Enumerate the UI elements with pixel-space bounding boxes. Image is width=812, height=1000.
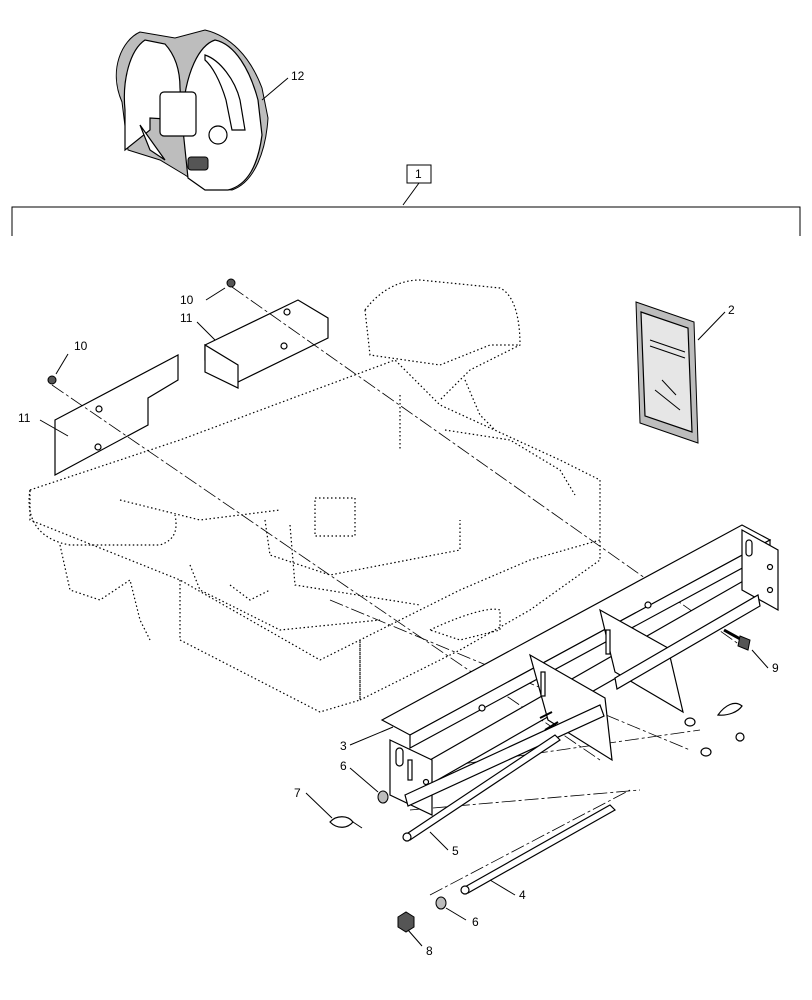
callout-11-upper: 11 xyxy=(180,311,193,325)
callout-9: 9 xyxy=(772,661,779,675)
callout-6-lower: 6 xyxy=(472,915,479,929)
rod-part-5 xyxy=(402,734,561,842)
pin-hardware-right xyxy=(539,702,745,757)
nut-part-8 xyxy=(397,911,415,933)
cotter-pin-part-7 xyxy=(329,816,363,829)
front-weight-part-12 xyxy=(115,29,269,191)
tractor-frame-phantom xyxy=(28,279,601,713)
kit-bracket-line xyxy=(11,206,801,236)
callout-4: 4 xyxy=(519,888,526,902)
callout-3: 3 xyxy=(340,739,347,753)
shim-plate-part-11-left xyxy=(54,354,179,477)
bolt-part-10-upper xyxy=(226,278,236,288)
callout-6-upper: 6 xyxy=(340,759,347,773)
shim-plate-part-11-upper xyxy=(204,299,329,389)
callout-12: 12 xyxy=(291,69,305,83)
callout-11-left: 11 xyxy=(18,411,31,425)
bolt-part-9 xyxy=(723,628,751,651)
callout-1: 1 xyxy=(415,167,422,181)
callout-7: 7 xyxy=(294,786,301,800)
washer-part-6-lower xyxy=(435,896,447,910)
rod-part-4 xyxy=(460,804,616,895)
callout-10-left: 10 xyxy=(74,339,88,353)
washer-part-6-upper xyxy=(377,790,389,804)
front-bracket-part-3 xyxy=(380,524,779,816)
callout-8: 8 xyxy=(426,944,433,958)
callout-5: 5 xyxy=(452,844,459,858)
manual-part-2 xyxy=(635,301,699,444)
bolt-part-10-left xyxy=(47,375,57,385)
callout-2: 2 xyxy=(728,303,735,317)
callout-10-upper: 10 xyxy=(180,293,194,307)
